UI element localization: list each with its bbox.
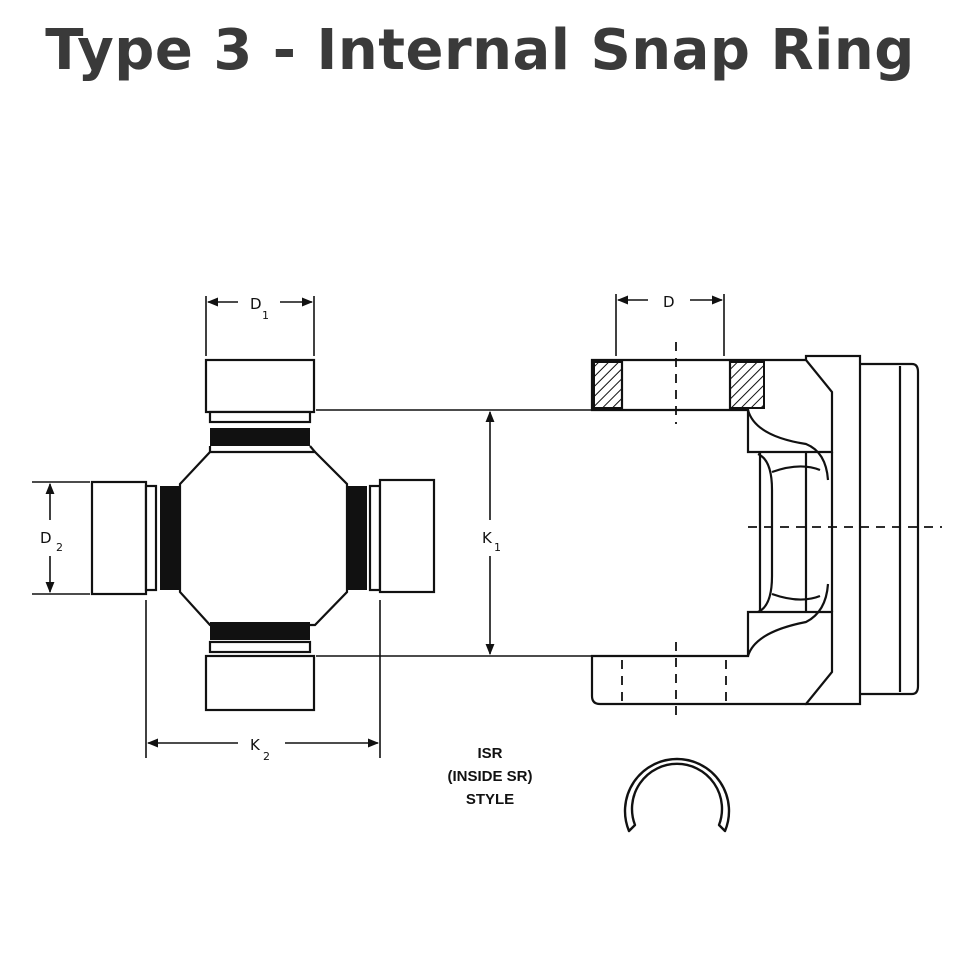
dimension-k1: K 1: [316, 409, 592, 657]
dimension-k2: K 2: [145, 600, 381, 763]
svg-text:2: 2: [263, 750, 270, 763]
style-caption: ISR (INSIDE SR) STYLE: [447, 745, 532, 808]
svg-text:ISR: ISR: [477, 745, 502, 762]
svg-text:STYLE: STYLE: [466, 791, 514, 808]
right-seal: [347, 486, 367, 590]
left-seal: [160, 486, 180, 590]
svg-text:2: 2: [56, 541, 63, 554]
svg-text:(INSIDE SR): (INSIDE SR): [447, 768, 532, 785]
dimension-d: D: [615, 293, 725, 356]
bottom-seal: [210, 622, 310, 640]
bottom-bearing-cup: [204, 654, 316, 712]
snap-ring: [623, 757, 731, 833]
top-bearing-cup: [204, 358, 316, 414]
svg-text:1: 1: [262, 309, 269, 322]
svg-text:1: 1: [494, 541, 501, 554]
dimension-d1: D 1: [205, 295, 315, 356]
left-bearing-cup: [90, 480, 148, 596]
label-d2: D: [40, 529, 52, 547]
page-title: Type 3 - Internal Snap Ring: [45, 18, 915, 83]
label-d1: D: [250, 295, 262, 313]
dimension-d2: D 2: [32, 481, 90, 595]
top-seal: [210, 428, 310, 446]
right-bearing-cup: [378, 478, 436, 594]
cross-spider: [90, 358, 436, 712]
label-k1: K: [482, 529, 493, 547]
label-d: D: [663, 293, 675, 311]
yoke: [590, 342, 942, 722]
label-k2: K: [250, 736, 261, 754]
